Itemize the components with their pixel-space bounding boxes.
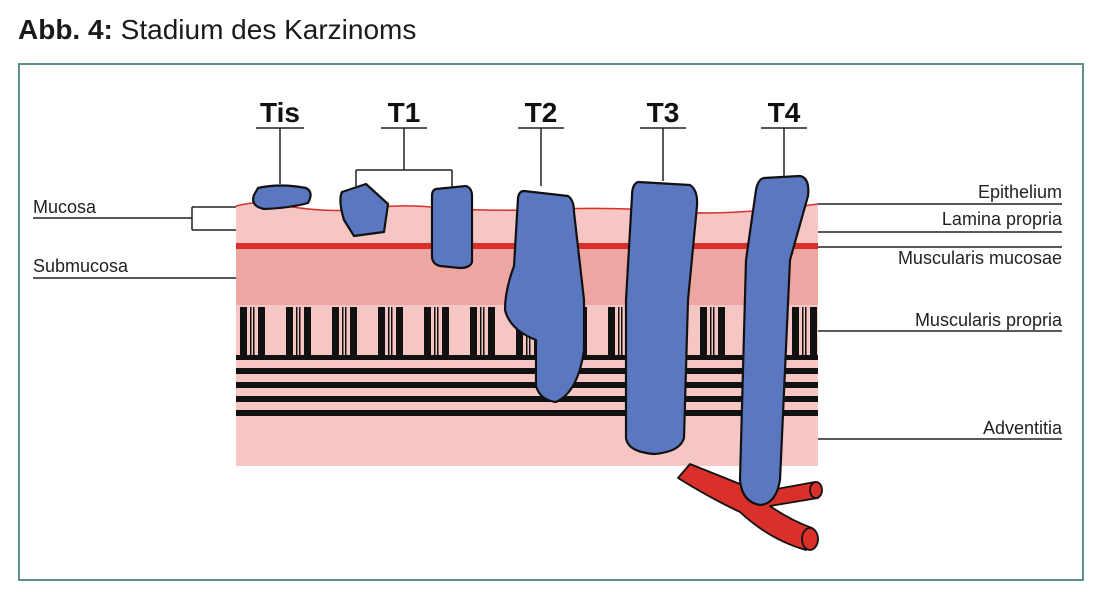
muscle-fiber <box>378 307 385 355</box>
tumor-t3 <box>624 180 699 456</box>
muscle-fibers-horizontal <box>236 355 818 416</box>
tumor-t1-a <box>339 182 390 238</box>
tumor-t4 <box>738 174 810 507</box>
stage-label-t1: T1 <box>388 97 421 128</box>
muscle-fiber <box>286 307 293 355</box>
muscle-fiber <box>424 307 431 355</box>
stage-labels: Tis T1 T2 T3 T4 <box>256 97 807 187</box>
muscle-fiber <box>332 307 339 355</box>
tumors <box>252 174 810 507</box>
tumor-tis <box>252 184 312 211</box>
stage-label-tis: Tis <box>260 97 300 128</box>
figure-number: Abb. 4: <box>18 14 113 45</box>
muscle-fiber <box>296 307 298 355</box>
label-mucosa: Mucosa <box>33 197 97 217</box>
muscle-fiber <box>299 307 301 355</box>
muscle-fiber <box>437 307 439 355</box>
stage-label-t3: T3 <box>647 97 680 128</box>
muscle-fiber <box>345 307 347 355</box>
muscle-fiber <box>700 307 707 355</box>
blood-vessel <box>677 463 823 551</box>
figure-title: Abb. 4: Stadium des Karzinoms <box>18 14 416 46</box>
label-epithelium: Epithelium <box>978 182 1062 202</box>
muscle-fiber <box>802 307 804 355</box>
muscle-fiber <box>608 307 615 355</box>
tumor-t1-b <box>430 184 474 270</box>
muscle-fiber <box>470 307 477 355</box>
muscle-fiber <box>304 307 311 355</box>
stage-label-t4: T4 <box>768 97 801 128</box>
muscle-fiber <box>253 307 255 355</box>
muscle-fiber <box>488 307 495 355</box>
muscle-fiber <box>805 307 807 355</box>
muscle-fiber <box>350 307 357 355</box>
tumor-t2 <box>503 189 586 404</box>
label-muscularis-mucosae: Muscularis mucosae <box>898 248 1062 268</box>
muscle-fiber <box>621 307 623 355</box>
figure-title-text: Stadium des Karzinoms <box>120 14 417 45</box>
muscle-fiber <box>250 307 252 355</box>
muscle-fiber <box>483 307 485 355</box>
muscle-fiber <box>342 307 344 355</box>
muscle-fiber <box>388 307 390 355</box>
muscle-fiber <box>240 307 247 355</box>
diagram-frame <box>18 63 1084 581</box>
muscle-fiber <box>713 307 715 355</box>
muscle-fiber <box>442 307 449 355</box>
left-labels: Mucosa Submucosa <box>33 197 236 279</box>
label-adventitia: Adventitia <box>983 418 1063 438</box>
muscle-fiber <box>434 307 436 355</box>
label-lamina-propria: Lamina propria <box>942 209 1063 229</box>
muscle-fiber <box>792 307 799 355</box>
muscle-fiber <box>718 307 725 355</box>
label-submucosa: Submucosa <box>33 256 129 276</box>
muscle-fiber <box>710 307 712 355</box>
muscle-fiber <box>258 307 265 355</box>
muscle-fiber <box>618 307 620 355</box>
muscle-fiber <box>391 307 393 355</box>
muscle-fiber <box>480 307 482 355</box>
muscle-fiber <box>810 307 817 355</box>
label-muscularis-propria: Muscularis propria <box>915 310 1063 330</box>
stage-leader-lines <box>256 127 807 187</box>
right-labels: Epithelium Lamina propria Muscularis muc… <box>818 182 1063 440</box>
muscle-fiber <box>396 307 403 355</box>
stage-label-t2: T2 <box>525 97 558 128</box>
